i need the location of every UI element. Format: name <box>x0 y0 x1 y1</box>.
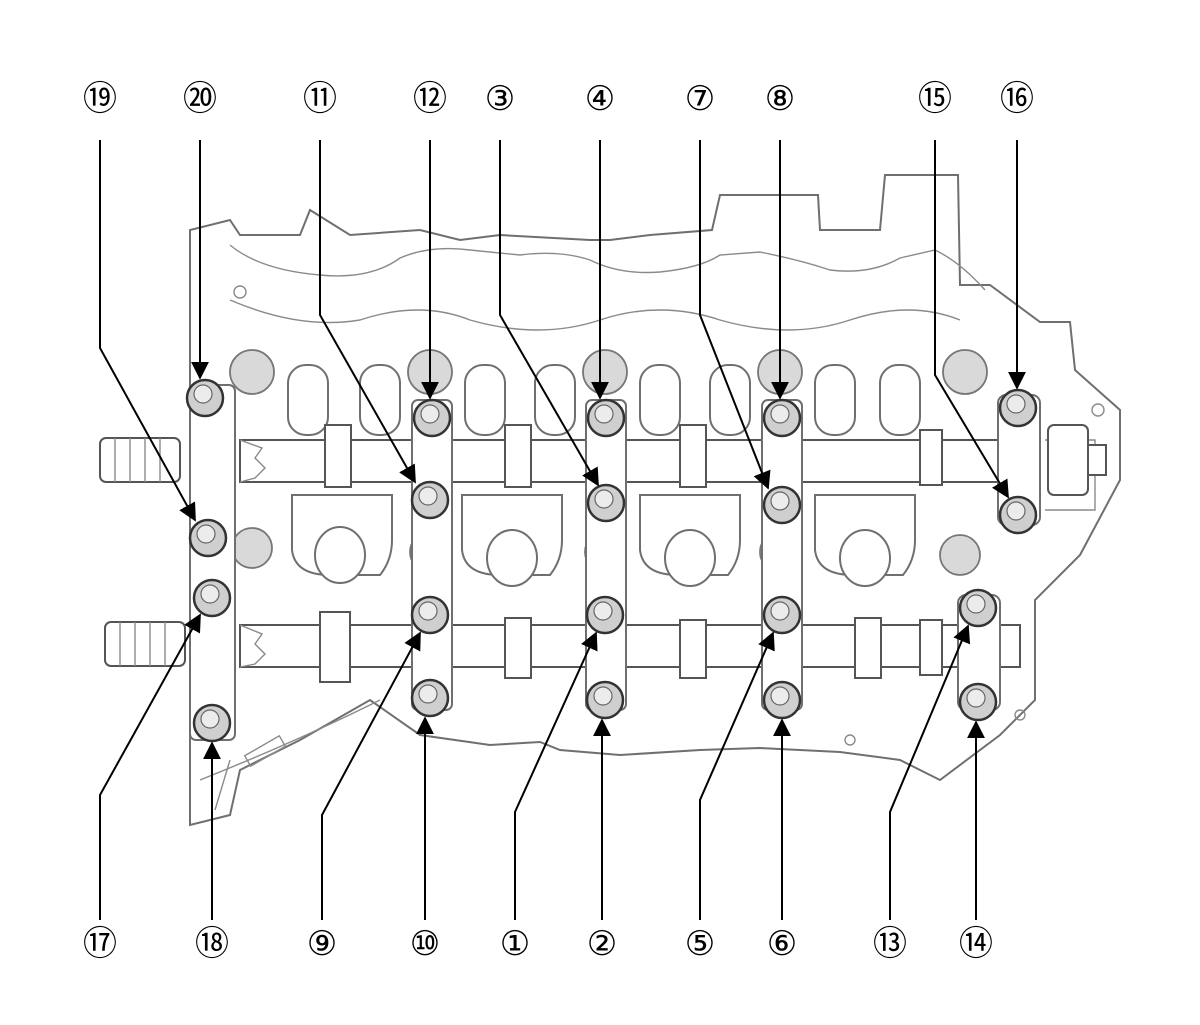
bolt-7 <box>762 485 802 525</box>
callout-13: ⑬ <box>873 924 907 964</box>
callout-12: ⑫ <box>413 79 447 119</box>
bolt-15 <box>998 495 1038 535</box>
leader-line-3 <box>499 140 599 487</box>
leader-line-7 <box>699 140 771 490</box>
callout-10: ⑩ <box>410 924 440 964</box>
bolt-18 <box>192 703 232 743</box>
holder-bolts <box>185 378 1038 743</box>
bolt-2 <box>585 680 625 720</box>
callout-5: ⑤ <box>685 924 715 964</box>
bolt-19 <box>188 518 228 558</box>
leader-lines <box>99 140 1026 920</box>
callout-6: ⑥ <box>767 924 797 964</box>
callout-20: ⑳ <box>183 79 217 119</box>
callout-7: ⑦ <box>685 79 715 119</box>
callout-9: ⑨ <box>307 924 337 964</box>
leader-line-9 <box>321 631 421 920</box>
leader-line-1 <box>514 631 598 920</box>
bolt-11 <box>410 480 450 520</box>
callout-16: ⑯ <box>1000 79 1034 119</box>
bolt-8 <box>762 398 802 438</box>
leader-line-19 <box>99 140 196 522</box>
callout-14: ⑭ <box>959 924 993 964</box>
bolt-13 <box>958 588 998 628</box>
leader-line-5 <box>699 631 775 920</box>
bolt-14 <box>958 682 998 722</box>
callout-2: ② <box>587 924 617 964</box>
bolt-12 <box>412 398 452 438</box>
callout-17: ⑰ <box>83 924 117 964</box>
exhaust-camshaft <box>104 611 1021 683</box>
bolt-1 <box>585 595 625 635</box>
callout-3: ③ <box>485 79 515 119</box>
bolt-9 <box>410 595 450 635</box>
bolt-20 <box>185 378 225 418</box>
callout-4: ④ <box>585 79 615 119</box>
callout-8: ⑧ <box>765 79 795 119</box>
callout-18: ⑱ <box>195 924 229 964</box>
bolt-3 <box>586 483 626 523</box>
leader-line-17 <box>99 613 201 920</box>
leader-line-13 <box>889 624 971 920</box>
callout-labels: ⑲ ⑳ ⑪ ⑫ ③ ④ ⑦ ⑧ ⑮ ⑯ ⑰ ⑱ ⑨ ⑩ ① ② ⑤ ⑥ ⑬ ⑭ <box>83 79 1034 964</box>
leader-line-15 <box>934 140 1009 499</box>
callout-11: ⑪ <box>303 79 337 119</box>
rocker-arms <box>287 364 921 587</box>
callout-15: ⑮ <box>918 79 952 119</box>
bolt-17 <box>192 578 232 618</box>
bolt-4 <box>586 398 626 438</box>
bolt-6 <box>762 680 802 720</box>
callout-19: ⑲ <box>83 79 117 119</box>
bolt-16 <box>998 388 1038 428</box>
bolt-10 <box>410 678 450 718</box>
bolt-5 <box>762 595 802 635</box>
callout-1: ① <box>500 924 530 964</box>
leader-line-11 <box>319 140 416 484</box>
